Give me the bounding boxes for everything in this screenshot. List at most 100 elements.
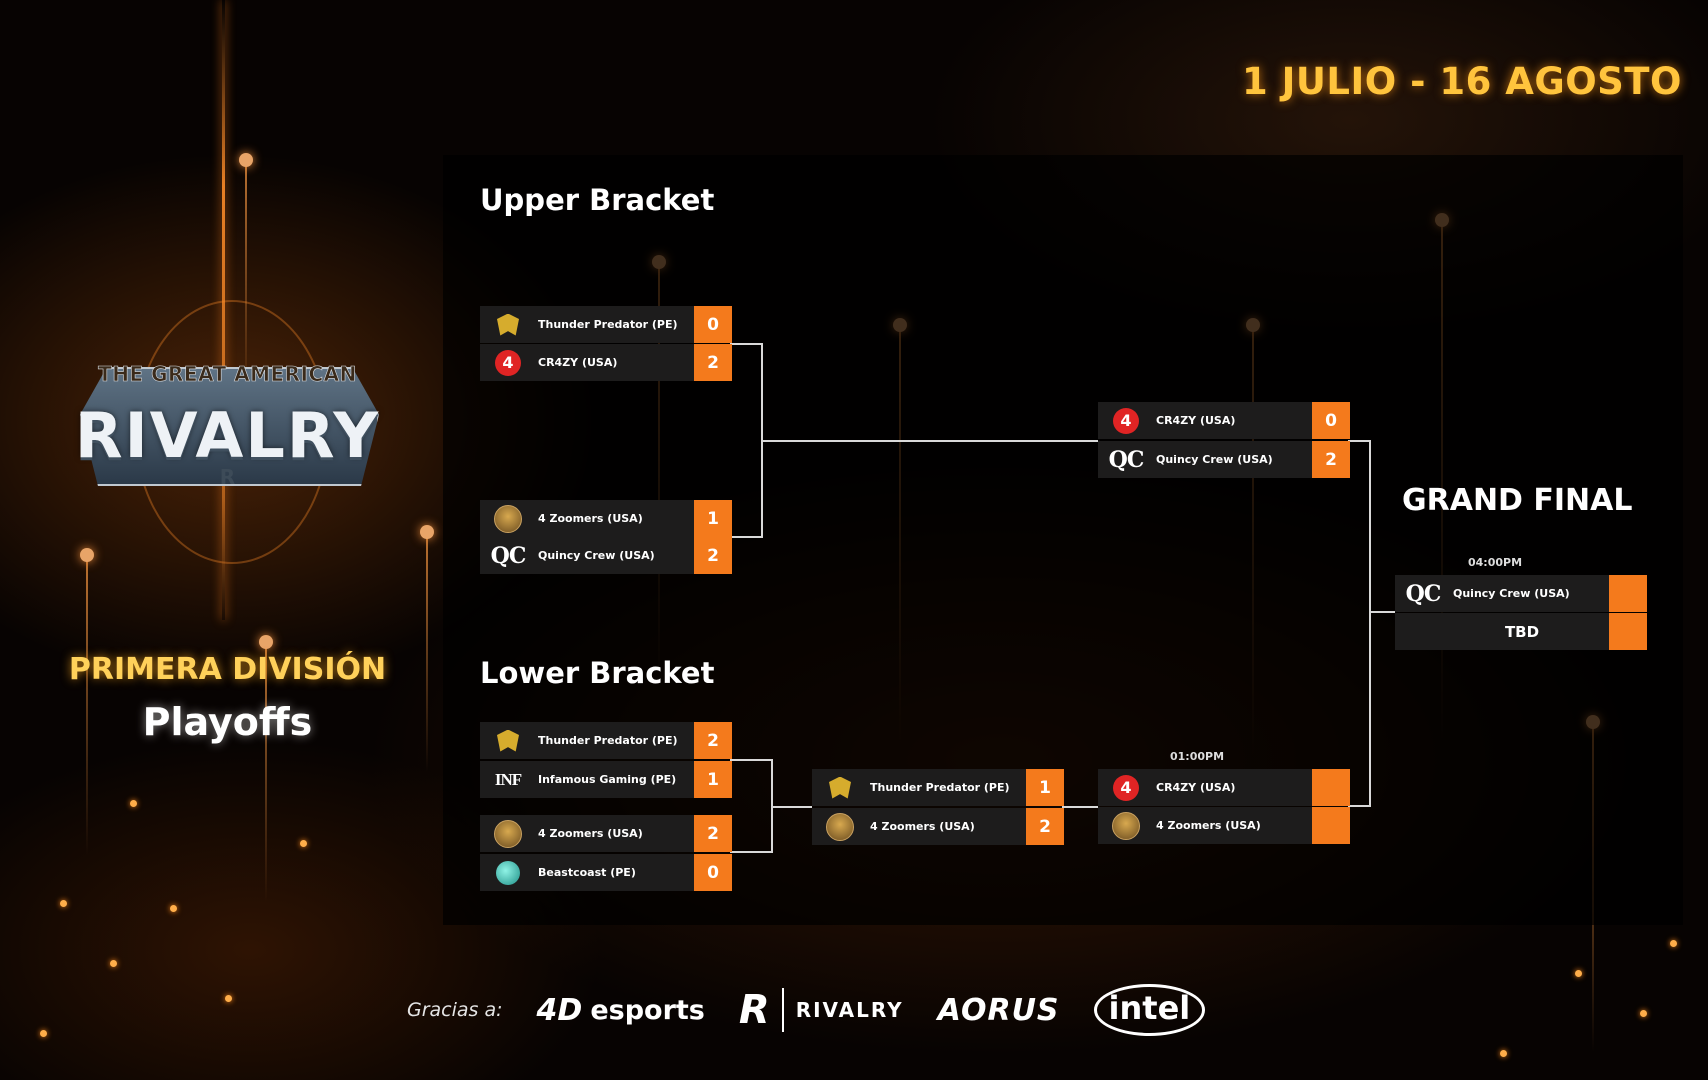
match-team-row: 4 Zoomers (USA) xyxy=(1098,807,1350,844)
match-time: 01:00PM xyxy=(1170,750,1225,763)
team-score xyxy=(1312,769,1350,806)
match-team-row: 4 Zoomers (USA) 1 xyxy=(480,500,732,537)
team-name: Quincy Crew (USA) xyxy=(1156,453,1273,466)
match-team-row: QC Quincy Crew (USA) xyxy=(1395,575,1647,612)
cr4zy-icon: 4 xyxy=(490,344,526,381)
4-zoomers-icon xyxy=(490,815,526,852)
match-team-row: 4 CR4ZY (USA) 2 xyxy=(480,344,732,381)
glow-dot xyxy=(1500,1050,1507,1057)
cr4zy-icon: 4 xyxy=(1108,402,1144,439)
glow-dot xyxy=(170,905,177,912)
team-name: 4 Zoomers (USA) xyxy=(1156,819,1261,832)
team-name: CR4ZY (USA) xyxy=(1156,414,1236,427)
match-team-row: Thunder Predator (PE) 0 xyxy=(480,306,732,343)
quincy-crew-icon: QC xyxy=(1108,446,1145,473)
match-team-row: 4 CR4ZY (USA) xyxy=(1098,769,1350,806)
glow-dot xyxy=(60,900,67,907)
bracket-connector xyxy=(730,536,762,538)
bracket-connector xyxy=(762,440,1098,442)
infamous-gaming-icon: INF xyxy=(494,769,522,789)
match-team-row: Beastcoast (PE) 0 xyxy=(480,854,732,891)
quincy-crew-icon: QC xyxy=(490,542,527,569)
glow-dot xyxy=(225,995,232,1002)
match-team-row: Thunder Predator (PE) 1 xyxy=(812,769,1064,806)
4-zoomers-icon xyxy=(490,500,526,537)
logo-top-text: THE GREAT AMERICAN xyxy=(98,362,357,386)
team-score: 0 xyxy=(694,854,732,891)
aorus-logo: AORUS xyxy=(937,992,1060,1028)
bracket-connector xyxy=(1369,440,1371,806)
light-pin xyxy=(80,548,94,855)
glow-dot xyxy=(300,840,307,847)
thunder-predator-icon xyxy=(822,769,858,806)
logo-main-text: RIVALRY xyxy=(74,399,381,472)
team-score: 2 xyxy=(694,815,732,852)
match-team-row: Thunder Predator (PE) 2 xyxy=(480,722,732,759)
glow-dot xyxy=(110,960,117,967)
team-name: Thunder Predator (PE) xyxy=(538,318,678,331)
stage-title: Playoffs xyxy=(142,700,313,744)
match-team-row: INF Infamous Gaming (PE) 1 xyxy=(480,761,732,798)
beastcoast-icon xyxy=(490,854,526,891)
glow-dot xyxy=(130,800,137,807)
team-score xyxy=(1312,807,1350,844)
team-score: 2 xyxy=(694,344,732,381)
quincy-crew-icon: QC xyxy=(1405,580,1442,607)
team-name: CR4ZY (USA) xyxy=(538,356,618,369)
bracket-connector xyxy=(1062,806,1098,808)
thunder-predator-icon xyxy=(490,306,526,343)
logo-plate xyxy=(80,367,379,486)
sponsor-thanks-label: Gracias a: xyxy=(407,999,503,1021)
match-team-row: TBD xyxy=(1395,613,1647,650)
intel-logo: intel xyxy=(1093,984,1206,1036)
team-score xyxy=(1609,575,1647,612)
bracket-connector xyxy=(1348,440,1371,442)
team-name: 4 Zoomers (USA) xyxy=(538,827,643,840)
light-pin xyxy=(420,525,434,772)
team-score: 0 xyxy=(694,306,732,343)
glow-dot xyxy=(1670,940,1677,947)
upper-bracket-title: Upper Bracket xyxy=(480,183,715,217)
glow-dot xyxy=(40,1030,47,1037)
grand-final-title: GRAND FINAL xyxy=(1402,483,1633,518)
bracket-connector xyxy=(730,343,762,345)
team-score: 2 xyxy=(694,537,732,574)
team-name: Quincy Crew (USA) xyxy=(538,549,655,562)
bracket-connector xyxy=(772,806,812,808)
rivalry-logo: R RIVALRY xyxy=(738,987,904,1033)
team-name: Beastcoast (PE) xyxy=(538,866,636,879)
event-dates: 1 JULIO - 16 AGOSTO xyxy=(1241,60,1682,103)
team-name: Infamous Gaming (PE) xyxy=(538,773,677,786)
light-pin xyxy=(259,635,273,902)
match-team-row: QC Quincy Crew (USA) 2 xyxy=(1098,441,1350,478)
team-name: 4 Zoomers (USA) xyxy=(538,512,643,525)
match-time: 04:00PM xyxy=(1468,556,1523,569)
bracket-connector xyxy=(730,759,773,761)
team-score: 0 xyxy=(1312,402,1350,439)
team-score: 1 xyxy=(694,500,732,537)
team-name: Thunder Predator (PE) xyxy=(870,781,1010,794)
team-score: 1 xyxy=(1026,769,1064,806)
bracket-connector xyxy=(1348,805,1371,807)
team-name: TBD xyxy=(1504,622,1540,641)
team-name: Quincy Crew (USA) xyxy=(1453,587,1570,600)
match-team-row: 4 CR4ZY (USA) 0 xyxy=(1098,402,1350,439)
4-zoomers-icon xyxy=(822,808,858,845)
glow-dot xyxy=(1640,1010,1647,1017)
team-name: Thunder Predator (PE) xyxy=(538,734,678,747)
light-pin xyxy=(239,153,253,400)
team-score: 2 xyxy=(1312,441,1350,478)
rivalry-event-logo: THE GREAT AMERICAN RIVALRY R xyxy=(70,300,385,564)
team-name: 4 Zoomers (USA) xyxy=(870,820,975,833)
team-score: 2 xyxy=(694,722,732,759)
bracket-connector xyxy=(730,851,773,853)
team-score: 2 xyxy=(1026,808,1064,845)
cr4zy-icon: 4 xyxy=(1108,769,1144,806)
team-score xyxy=(1609,613,1647,650)
match-team-row: 4 Zoomers (USA) 2 xyxy=(812,808,1064,845)
4-zoomers-icon xyxy=(1108,807,1144,844)
bracket-connector xyxy=(1370,611,1395,613)
team-score: 1 xyxy=(694,761,732,798)
lower-bracket-title: Lower Bracket xyxy=(480,656,715,690)
